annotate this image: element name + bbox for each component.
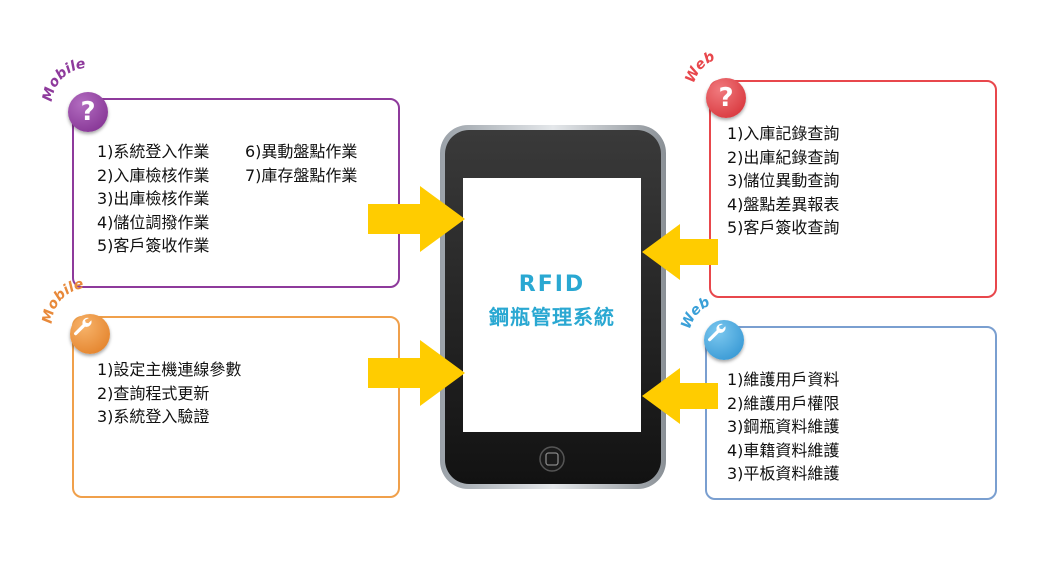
mobile-tools-panel bbox=[72, 316, 400, 498]
web-tools-arc-label: Web bbox=[678, 294, 712, 331]
list-item: 5)客戶簽收查詢 bbox=[727, 218, 840, 237]
wrench-icon bbox=[704, 320, 744, 360]
mobile-query-list-col1: 1)系統登入作業 2)入庫檢核作業 3)出庫檢核作業 4)儲位調撥作業 5)客戶簽收作業 bbox=[97, 140, 209, 258]
question-icon: ? bbox=[68, 92, 108, 132]
home-button-icon bbox=[539, 446, 565, 472]
web-query-arc-label: Web bbox=[682, 49, 717, 86]
mobile-query-badge: Mobile ? bbox=[40, 56, 130, 142]
list-item: 1)維護用戶資料 bbox=[727, 370, 840, 389]
question-icon: ? bbox=[706, 78, 746, 118]
svg-text:Web: Web bbox=[682, 49, 717, 86]
list-item: 1)系統登入作業 bbox=[97, 142, 210, 161]
list-item: 2)維護用戶權限 bbox=[727, 393, 840, 413]
list-item: 1)入庫記錄查詢 bbox=[727, 124, 840, 143]
list-item: 3)平板資料維護 bbox=[727, 464, 840, 483]
mobile-tools-list: 1)設定主機連線參數 2)查詢程式更新 3)系統登入驗證 bbox=[97, 358, 241, 429]
arrow-left-icon bbox=[642, 224, 718, 280]
web-tools-panel bbox=[705, 326, 997, 500]
mobile-query-panel bbox=[72, 98, 400, 288]
arrow-right-icon bbox=[368, 186, 465, 252]
list-item: 5)客戶簽收作業 bbox=[97, 236, 210, 255]
list-item: 2)入庫檢核作業 bbox=[97, 165, 210, 185]
list-item: 4)車籍資料維護 bbox=[727, 440, 840, 460]
list-item: 1)設定主機連線參數 bbox=[97, 360, 242, 379]
list-item: 3)系統登入驗證 bbox=[97, 407, 210, 426]
list-item: 6)異動盤點作業 bbox=[245, 142, 358, 161]
wrench-icon bbox=[70, 314, 110, 354]
web-tools-badge: Web bbox=[678, 294, 774, 378]
system-title-rfid: RFID bbox=[518, 272, 586, 297]
mobile-tools-arc-label: Mobile bbox=[40, 276, 86, 325]
web-tools-list: 1)維護用戶資料 2)維護用戶權限 3)鋼瓶資料維護 4)車籍資料維護 3)平板資料維護 bbox=[727, 368, 839, 486]
arrow-left-icon bbox=[642, 368, 718, 424]
web-query-label: Web bbox=[682, 49, 717, 86]
list-item: 3)鋼瓶資料維護 bbox=[727, 417, 840, 436]
web-query-badge: Web ? bbox=[682, 49, 774, 132]
list-item: 2)查詢程式更新 bbox=[97, 383, 210, 403]
list-item: 3)出庫檢核作業 bbox=[97, 189, 210, 208]
arrow-right-icon bbox=[368, 340, 465, 406]
list-item: 4)盤點差異報表 bbox=[727, 194, 840, 214]
list-item: 2)出庫紀錄查詢 bbox=[727, 147, 840, 167]
list-item: 3)儲位異動查詢 bbox=[727, 171, 840, 190]
list-item: 4)儲位調撥作業 bbox=[97, 212, 210, 232]
tablet-device bbox=[440, 125, 666, 489]
mobile-tools-badge: Mobile bbox=[40, 276, 130, 362]
web-query-panel bbox=[709, 80, 997, 298]
tablet-screen bbox=[463, 178, 641, 432]
system-title-name: 鋼瓶管理系統 bbox=[489, 305, 615, 329]
list-item: 7)庫存盤點作業 bbox=[245, 165, 358, 185]
mobile-query-list-col2: 6)異動盤點作業 7)庫存盤點作業 bbox=[245, 140, 357, 187]
web-query-list: 1)入庫記錄查詢 2)出庫紀錄查詢 3)儲位異動查詢 4)盤點差異報表 5)客戶簽收查詢 bbox=[727, 122, 839, 240]
